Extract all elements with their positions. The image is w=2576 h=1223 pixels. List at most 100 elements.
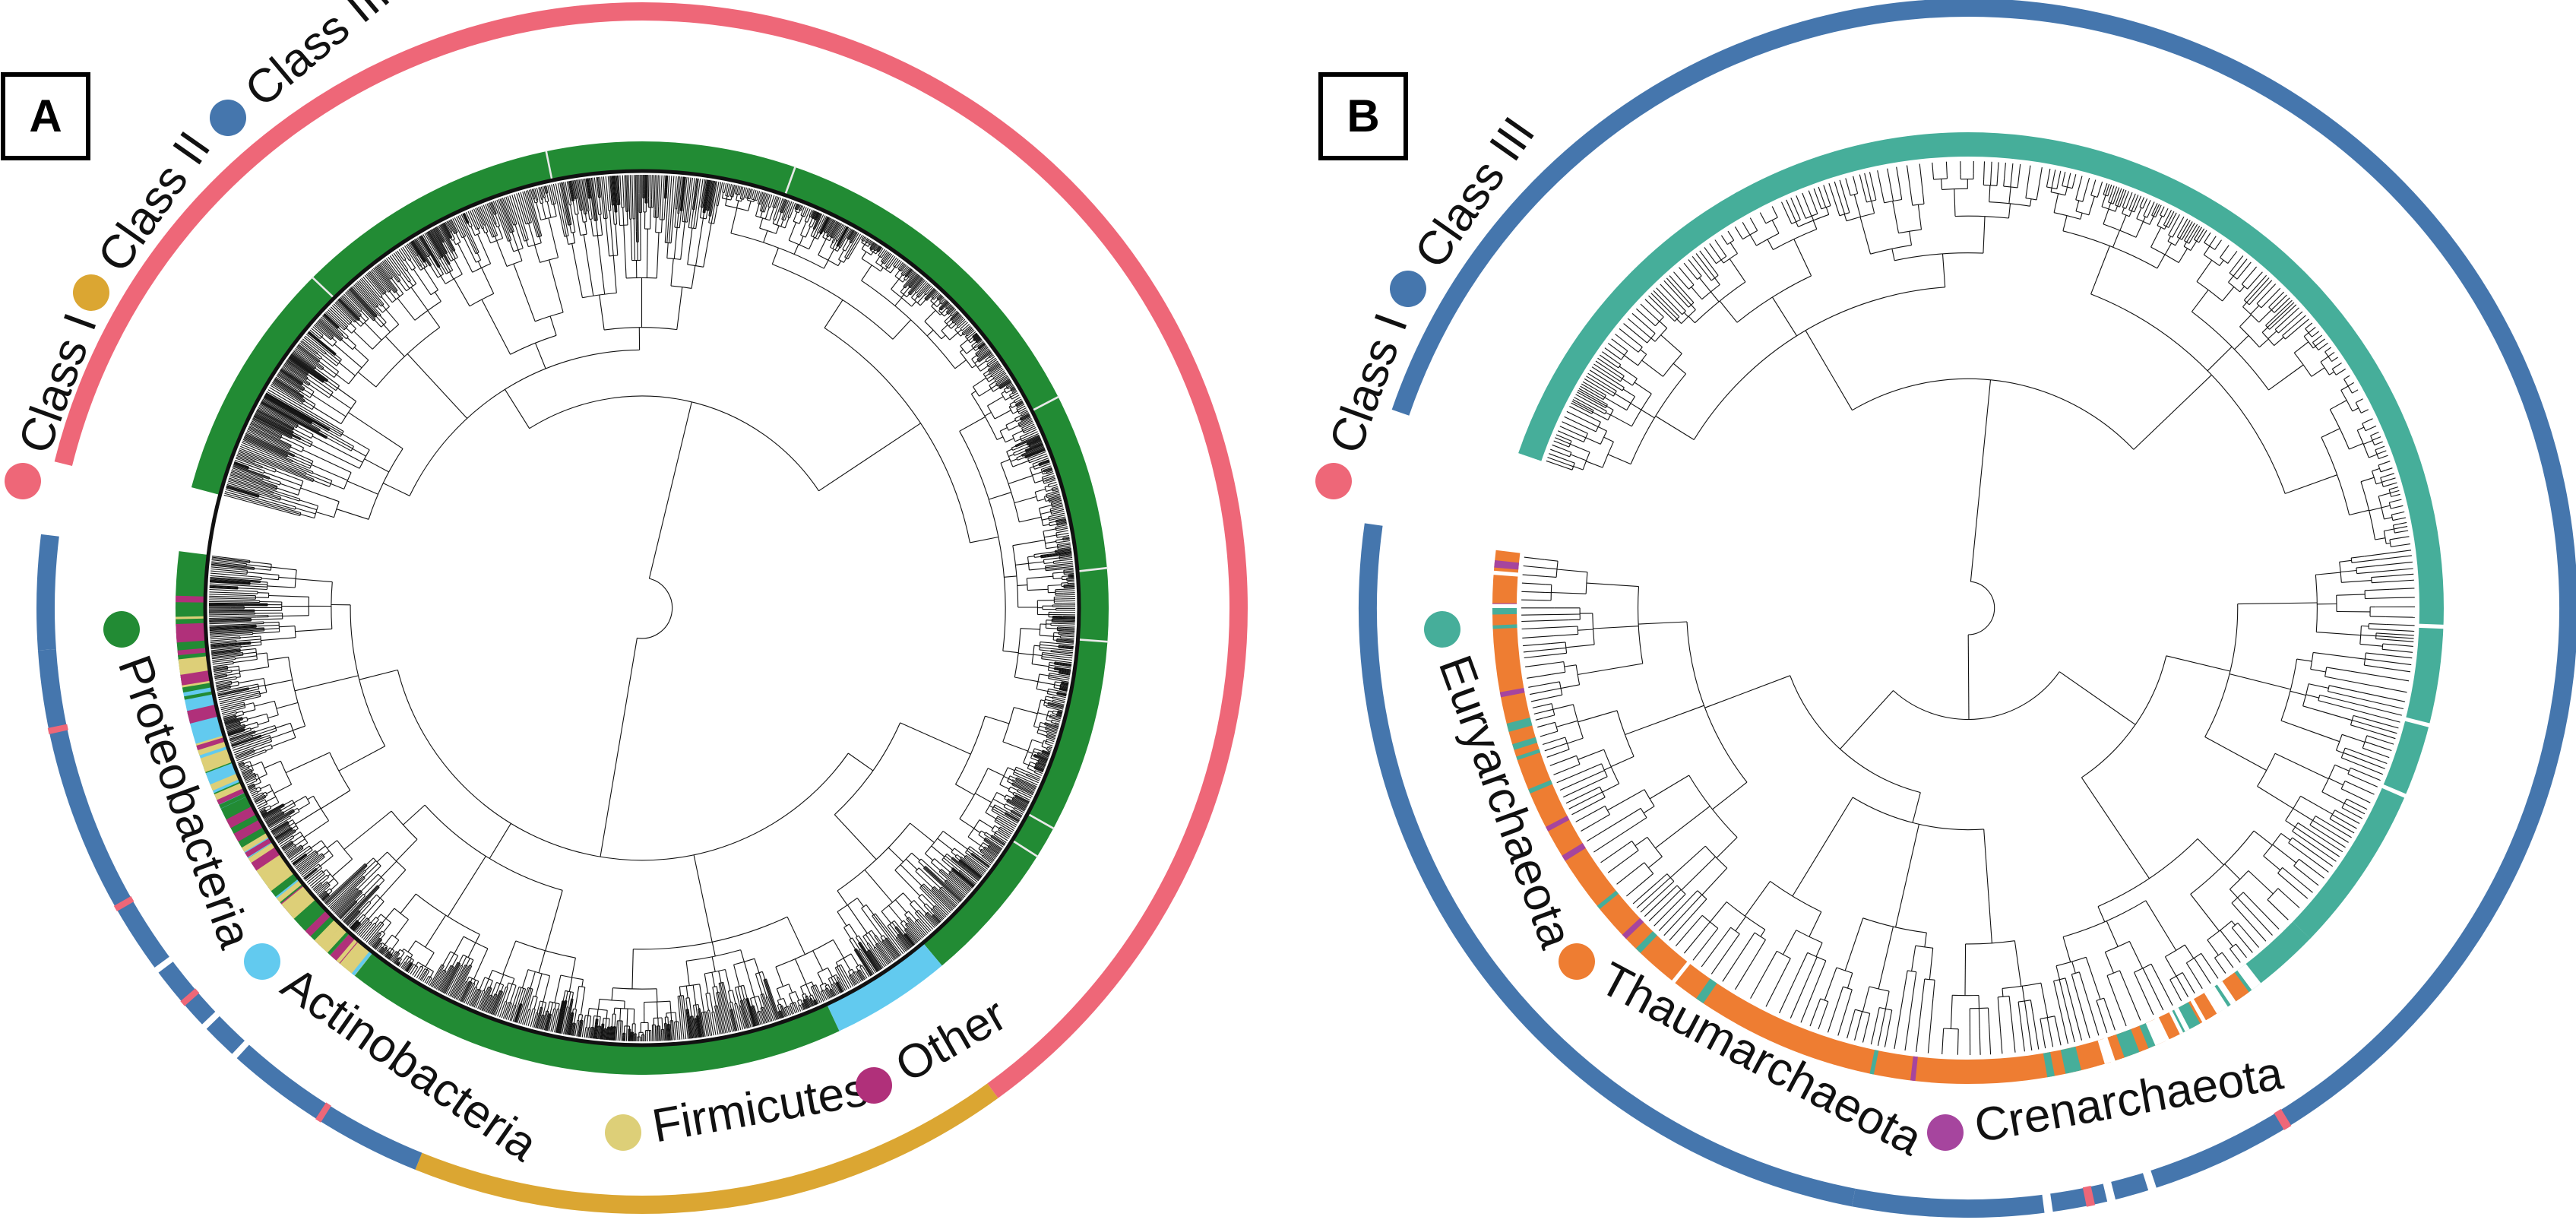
tree-branch [473, 223, 477, 230]
tree-leaf-branch [838, 226, 847, 242]
tree-branch [280, 483, 300, 491]
tree-branch [323, 331, 332, 339]
tree-branch [353, 300, 362, 311]
tree-branch [1043, 557, 1060, 560]
tree-branch [967, 334, 970, 337]
tree-leaf-branch [1021, 793, 1032, 799]
tree-branch [533, 219, 540, 237]
tree-branch [253, 466, 265, 472]
tree-branch [597, 999, 600, 1010]
tree-leaf-branch [1049, 471, 1054, 474]
tree-branch [517, 249, 523, 261]
tree-branch [494, 219, 497, 224]
tree-branch [709, 993, 714, 1012]
tree-branch [664, 187, 666, 198]
tree-branch [481, 299, 511, 355]
tree-branch [262, 478, 280, 486]
tree-branch [804, 211, 807, 217]
tree-leaf-branch [801, 206, 805, 213]
tree-branch [825, 224, 830, 233]
tree-branch [331, 319, 339, 328]
tree-branch [455, 229, 458, 233]
tree-branch [458, 954, 464, 964]
tree-branch [514, 987, 522, 1006]
tree-branch [376, 280, 387, 293]
tree-branch [776, 212, 782, 226]
tree-branch [1057, 629, 1065, 630]
tree-branch [476, 226, 479, 230]
tree-branch [476, 252, 482, 261]
tree-branch [465, 233, 476, 255]
tree-branch [1003, 775, 1009, 779]
tree-arc [420, 265, 428, 271]
tree-branch [299, 387, 304, 391]
tree-branch [572, 194, 575, 201]
tree-branch [380, 291, 384, 295]
tree-leaf-branch [682, 176, 685, 198]
tree-leaf-branch [465, 211, 472, 223]
tree-branch [664, 210, 668, 243]
tree-leaf-branch [284, 363, 301, 375]
tree-branch [369, 294, 379, 306]
tree-branch [833, 975, 837, 983]
tree-branch [292, 387, 300, 393]
tree-leaf-branch [352, 285, 366, 302]
tree-leaf-branch [252, 417, 275, 429]
tree-branch [733, 193, 735, 198]
tree-branch [295, 367, 308, 376]
taxon-ring-stripe [242, 832, 269, 853]
tree-branch [812, 994, 815, 1001]
tree-branch [1053, 559, 1062, 562]
tree-leaf-branch [1061, 651, 1074, 654]
tree-leaf-branch [263, 398, 311, 425]
tree-leaf-branch [370, 270, 381, 282]
tree-leaf-branch [1068, 572, 1074, 573]
tree-branch [362, 303, 376, 317]
tree-arc [755, 215, 771, 221]
tree-branch [1016, 419, 1021, 423]
tree-arc [1056, 544, 1059, 550]
tree-branch [806, 995, 809, 999]
tree-branch [288, 467, 306, 475]
tree-branch [331, 350, 337, 354]
tree-arc [686, 949, 741, 962]
tree-branch [452, 246, 456, 251]
tree-branch [416, 263, 422, 271]
tree-leaf-branch [816, 212, 820, 219]
tree-leaf-branch [286, 360, 300, 370]
tree-branch [399, 958, 402, 963]
tree-branch [407, 254, 412, 260]
tree-branch [799, 1005, 802, 1007]
tree-branch [290, 424, 297, 429]
tree-branch [379, 280, 389, 293]
tree-leaf-branch [845, 228, 852, 239]
tree-leaf-branch [426, 232, 439, 252]
tree-leaf-branch [810, 209, 813, 214]
tree-branch [405, 962, 407, 965]
tree-branch [1011, 398, 1014, 400]
tree-leaf-branch [449, 219, 456, 231]
tree-branch [1002, 650, 1019, 654]
tree-leaf-branch [321, 316, 336, 330]
tree-branch [1036, 732, 1047, 737]
tree-leaf-branch [792, 202, 796, 212]
tree-branch [293, 397, 303, 404]
tree-branch [835, 974, 838, 978]
tree-branch [1056, 692, 1059, 694]
tree-leaf-branch [547, 185, 551, 197]
tree-leaf-branch [570, 180, 574, 195]
tree-branch [772, 204, 774, 208]
tree-leaf-branch [372, 268, 382, 282]
tree-branch [1034, 466, 1043, 470]
tree-branch [835, 962, 839, 967]
tree-branch [280, 461, 307, 474]
tree-arc [730, 233, 824, 269]
tree-leaf-branch [806, 208, 811, 217]
tree-branch [309, 366, 328, 382]
tree-leaf-branch [239, 445, 280, 463]
tree-leaf-branch [338, 298, 351, 311]
tree-branch [366, 303, 378, 316]
tree-leaf-branch [269, 387, 321, 418]
tree-branch [831, 988, 833, 991]
tree-branch [1053, 687, 1060, 689]
